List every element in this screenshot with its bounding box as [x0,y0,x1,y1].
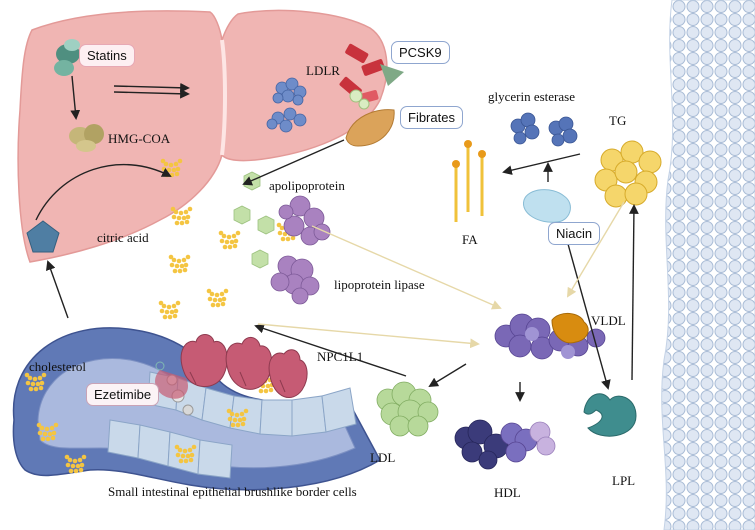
pcsk9-label: PCSK9 [391,41,450,64]
liver [17,9,388,263]
ldl-particle [376,381,439,437]
glycerin-esterase-enzyme [510,112,578,147]
adipose-tissue [661,0,755,530]
hdl-particle [454,419,556,470]
niacin-molecule [523,189,571,223]
cholesterol-label: cholesterol [29,359,87,374]
ldlr-label: LDLR [306,63,340,78]
apolipoprotein-label: apolipoprotein [269,178,345,193]
hmg-coa-label: HMG-COA [108,131,171,146]
tg-label: TG [609,113,627,128]
vldl-label: VLDL [591,313,626,328]
intestine-label: Small intestinal epithelial brushlike bo… [108,484,357,499]
citric-acid-label: citric acid [97,230,149,245]
statins-molecule [54,39,80,76]
niacin-label: Niacin [548,222,601,245]
fibrates-molecule [345,109,395,147]
cholesterol-pentagon-icon [26,220,60,253]
pcsk9-protein [339,43,404,110]
liver-lobe-divider [220,39,227,156]
ldlr-receptor [266,77,307,133]
lpl-enzyme [583,393,637,437]
vldl-complex [494,313,606,360]
npc1l1-transporter [180,334,308,399]
lpl-label: LPL [612,473,636,488]
fatty-acid-icon [452,140,486,222]
hdl-label: HDL [494,485,521,500]
ezetimibe-molecule [155,361,194,416]
tg-triglyceride [594,140,662,208]
lipoprotein-lipase-label: lipoprotein lipase [334,277,425,292]
ldl-label: LDL [370,450,396,465]
lipoprotein-lipase-enzyme [270,255,320,305]
pathway-arrows [35,75,639,402]
fa-label: FA [462,232,478,247]
fibrates-label: Fibrates [400,106,463,129]
npc1l1-label: NPC1L1 [317,349,364,364]
ezetimibe-label: Ezetimibe [86,383,160,406]
apolipoprotein-molecule [233,171,275,269]
glycerin-esterase-label: glycerin esterase [488,89,575,104]
statins-label: Statins [79,44,135,67]
hmg-coa-molecule [69,124,104,152]
